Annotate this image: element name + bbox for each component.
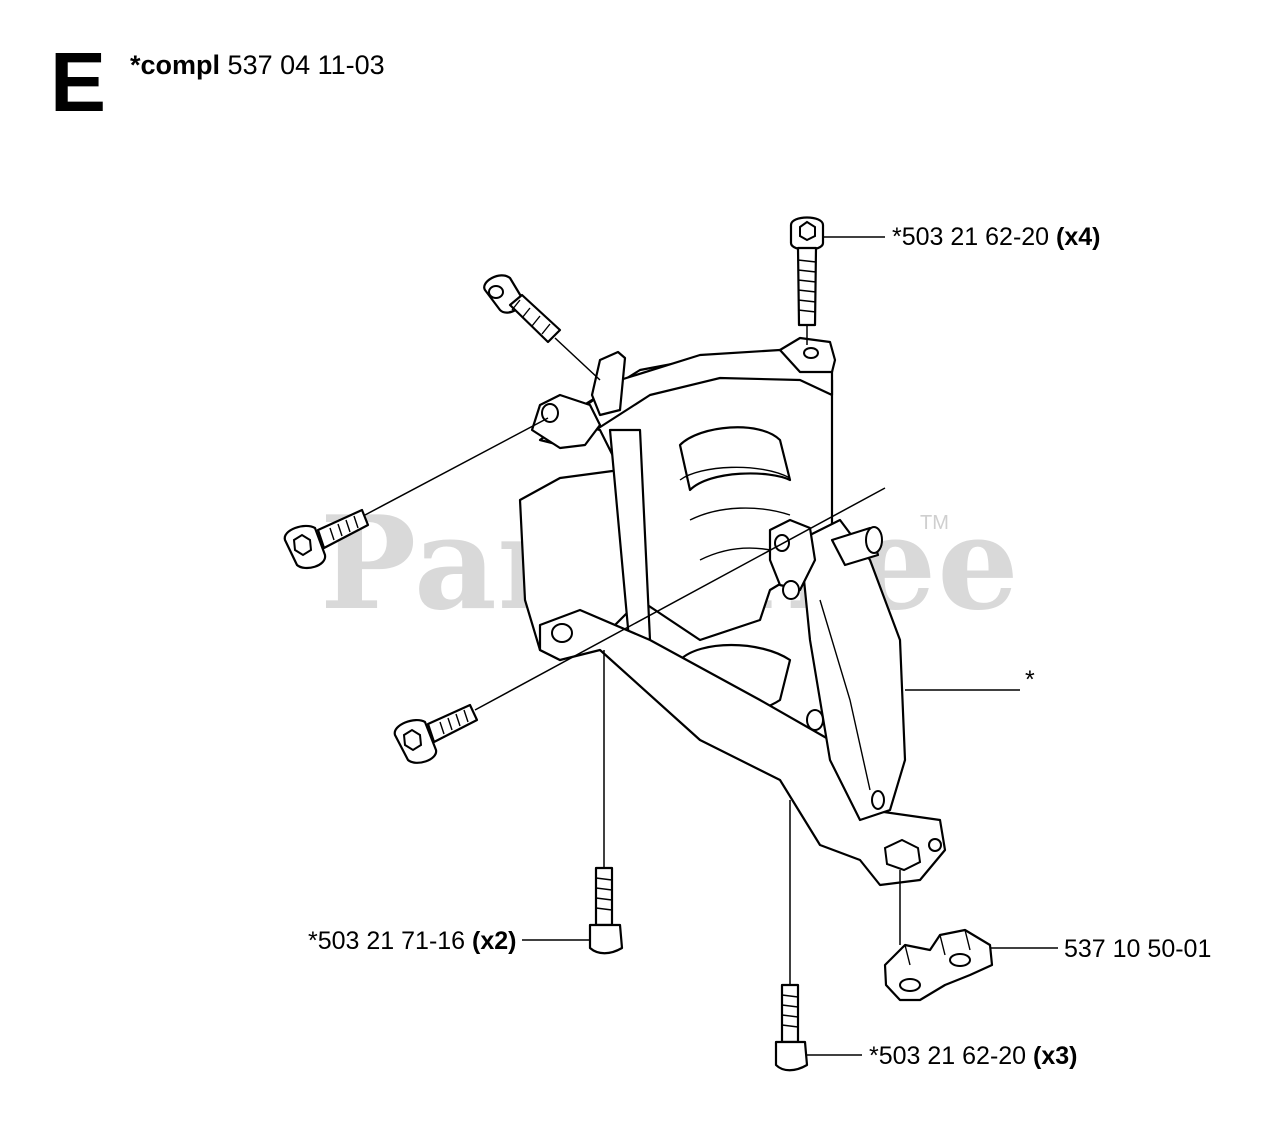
callout-qty: (x2) <box>472 927 517 955</box>
callout-qty: (x4) <box>1056 223 1101 251</box>
callout-part-number: *503 21 62-20 <box>869 1042 1027 1070</box>
assembly-label: *compl <box>130 50 221 80</box>
assembly-header: *compl 537 04 11-03 <box>130 52 385 79</box>
callout-screw-bottom[interactable]: *503 21 62-20 (x3) <box>869 1044 1078 1069</box>
nut-part[interactable] <box>883 928 994 1002</box>
screw-bottom-part[interactable] <box>774 983 809 1072</box>
callout-part-number: * <box>1025 666 1035 694</box>
housing-part[interactable] <box>518 336 947 887</box>
callout-housing[interactable]: * <box>1025 668 1035 693</box>
callout-screw-top[interactable]: *503 21 62-20 (x4) <box>892 225 1101 250</box>
callout-part-number: *503 21 71-16 <box>308 927 466 955</box>
leader-lines <box>364 236 1058 1056</box>
callout-nut[interactable]: 537 10 50-01 <box>1064 937 1211 962</box>
screw-left-middle-part[interactable] <box>283 508 370 570</box>
watermark-trademark: TM <box>920 512 949 534</box>
section-letter: E <box>50 35 107 129</box>
screw-left-lower-part[interactable] <box>393 703 479 764</box>
callout-part-number: 537 10 50-01 <box>1064 935 1212 963</box>
screw-left-bottom-part[interactable] <box>588 866 624 955</box>
callout-part-number: *503 21 62-20 <box>892 223 1050 251</box>
screw-upper-left-part[interactable] <box>483 274 562 344</box>
assembly-number: 537 04 11-03 <box>227 50 385 80</box>
screw-top-part[interactable] <box>789 216 825 327</box>
callout-qty: (x3) <box>1033 1042 1078 1070</box>
callout-screw-left-bottom[interactable]: *503 21 71-16 (x2) <box>308 929 517 954</box>
